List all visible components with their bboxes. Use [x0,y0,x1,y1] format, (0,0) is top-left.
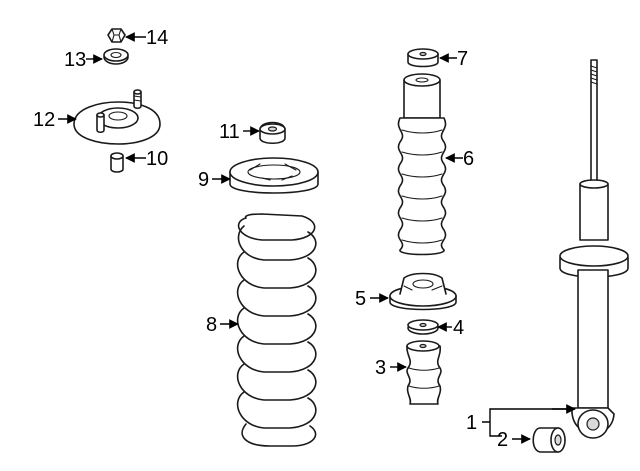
part-10-bushing [110,152,124,173]
callout-12: 12 [33,109,55,131]
callout-7: 7 [457,48,468,70]
part-3-bump-stop [406,340,442,405]
callout-10: 10 [146,148,168,170]
callout-2: 2 [497,429,508,451]
part-5-lower-spring-seat [389,272,457,311]
callout-1-bracket [482,408,572,437]
callout-8: 8 [206,314,217,336]
callout-9: 9 [198,169,209,191]
callout-3: 3 [375,357,386,379]
part-9-upper-spring-seat [229,157,319,194]
callout-11: 11 [219,121,240,143]
part-13-washer [103,48,129,65]
callout-13: 13 [64,49,86,71]
callout-14: 14 [146,27,168,49]
part-4-bumper-washer [407,319,439,335]
part-7-stopper-cap [407,48,439,68]
callout-5: 5 [355,288,366,310]
part-11-bump-cap [259,121,286,145]
part-12-upper-mount [73,89,161,145]
callout-6: 6 [463,148,474,170]
callout-1: 1 [466,412,477,434]
part-1-shock-absorber [559,59,629,439]
callout-4: 4 [453,317,464,339]
part-2-bushing [532,427,566,453]
part-14-nut [107,28,126,43]
part-8-coil-spring [236,213,317,447]
part-6-dust-boot [397,73,447,256]
